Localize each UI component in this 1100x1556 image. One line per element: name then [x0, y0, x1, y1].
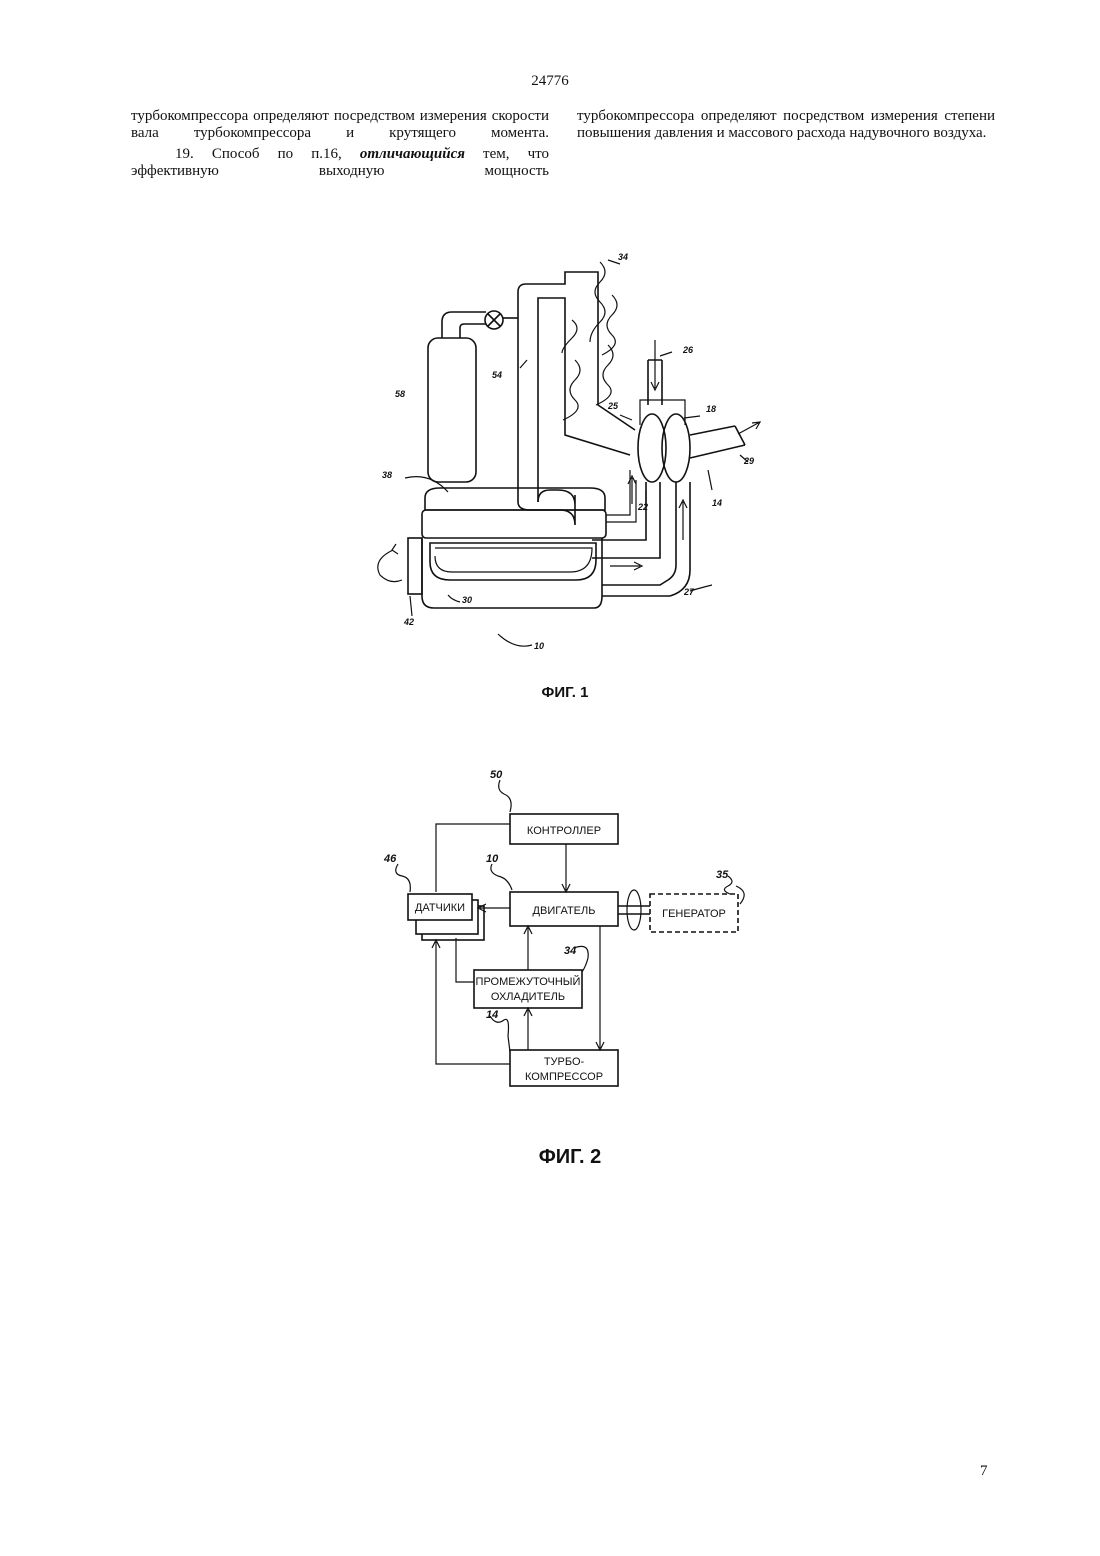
generator-label: ГЕНЕРАТОР	[662, 908, 726, 920]
figure-2-caption: ФИГ. 2	[500, 1146, 640, 1169]
leader-10	[491, 864, 512, 890]
valve-pipe	[442, 312, 486, 338]
duct-lower-bend	[518, 490, 575, 525]
label-14-fig2: 14	[486, 1009, 498, 1021]
label-25: 25	[607, 401, 619, 411]
intake-manifold-inner	[435, 548, 592, 572]
leader-50	[499, 780, 511, 812]
intercooler-to-engine	[524, 926, 532, 970]
cooling-flow-arrows	[562, 262, 617, 420]
turbocharger-label-2: КОМПРЕССОР	[525, 1071, 603, 1083]
generator-shaft	[618, 906, 650, 914]
label-35: 35	[716, 869, 729, 881]
label-10-fig2: 10	[486, 853, 499, 865]
flywheel	[408, 538, 422, 594]
controller-label: КОНТРОЛЛЕР	[527, 825, 601, 837]
leader-14	[490, 1016, 510, 1052]
controller-to-sensors	[436, 824, 510, 892]
page-number: 7	[980, 1463, 988, 1480]
intercooler-to-sensors	[456, 938, 474, 982]
label-54: 54	[492, 370, 502, 380]
label-58: 58	[395, 389, 405, 399]
turbo-to-intercooler	[524, 1008, 532, 1050]
label-50: 50	[490, 769, 503, 781]
label-18: 18	[706, 404, 716, 414]
right-column: турбокомпрессора определяют посредством …	[577, 108, 995, 142]
engine-to-sensors	[478, 904, 510, 912]
turbocharger-label-1: ТУРБО-	[544, 1056, 585, 1068]
leader-46	[396, 864, 411, 892]
sensors-label: ДАТЧИКИ	[415, 902, 465, 914]
intercooler-label-2: ОХЛАДИТЕЛЬ	[491, 991, 565, 1003]
label-29: 29	[743, 456, 754, 466]
valve-cross	[488, 314, 500, 326]
intercooler-label-1: ПРОМЕЖУТОЧНЫЙ	[476, 975, 581, 988]
figure-1-caption: ФИГ. 1	[500, 684, 630, 701]
patent-number: 24776	[0, 73, 1100, 90]
label-26: 26	[682, 345, 694, 355]
engine-label: ДВИГАТЕЛЬ	[533, 905, 596, 917]
figure-2-diagram: КОНТРОЛЛЕР ДВИГАТЕЛЬ ДАТЧИКИ ГЕНЕРАТОР П…	[0, 760, 1100, 1120]
label-30: 30	[462, 595, 472, 605]
figure-1-diagram: 34 26 58 54 25 18 29 38 22 14 30 27 42 1…	[0, 240, 1100, 660]
label-34-fig1: 34	[618, 252, 628, 262]
rotation-arrow	[378, 544, 402, 582]
manifold-flow-arrow	[610, 562, 642, 570]
paragraph-19-tail: турбокомпрессора определяют посредством …	[577, 108, 995, 142]
claim-19-emphasis: отличающийся	[360, 146, 465, 162]
label-34-fig2: 34	[564, 945, 576, 957]
paragraph-18-tail: турбокомпрессора определяют посредством …	[131, 108, 549, 142]
receiver-tank	[428, 338, 476, 482]
feed-arrows	[628, 476, 687, 540]
engine-to-turbo	[596, 926, 604, 1050]
label-14-fig1: 14	[712, 498, 722, 508]
label-38: 38	[382, 470, 392, 480]
intake-flow-arrow	[651, 340, 659, 390]
leader-lines	[405, 260, 748, 646]
label-42: 42	[403, 617, 414, 627]
left-column: турбокомпрессора определяют посредством …	[131, 108, 549, 180]
label-22: 22	[637, 502, 648, 512]
shaft-rotation-indicator	[627, 890, 641, 930]
engine-head	[422, 510, 606, 538]
controller-to-engine	[562, 844, 570, 892]
claim-19-start: 19. Способ по п.16,	[175, 146, 360, 162]
label-27: 27	[683, 587, 695, 597]
exhaust-outlet	[690, 426, 745, 458]
label-10-fig1: 10	[534, 641, 544, 651]
exhaust-flow-arrow	[738, 422, 760, 434]
label-46: 46	[383, 853, 397, 865]
engine-block	[425, 488, 605, 510]
paragraph-19: 19. Способ по п.16, отличающийся тем, чт…	[131, 146, 549, 180]
